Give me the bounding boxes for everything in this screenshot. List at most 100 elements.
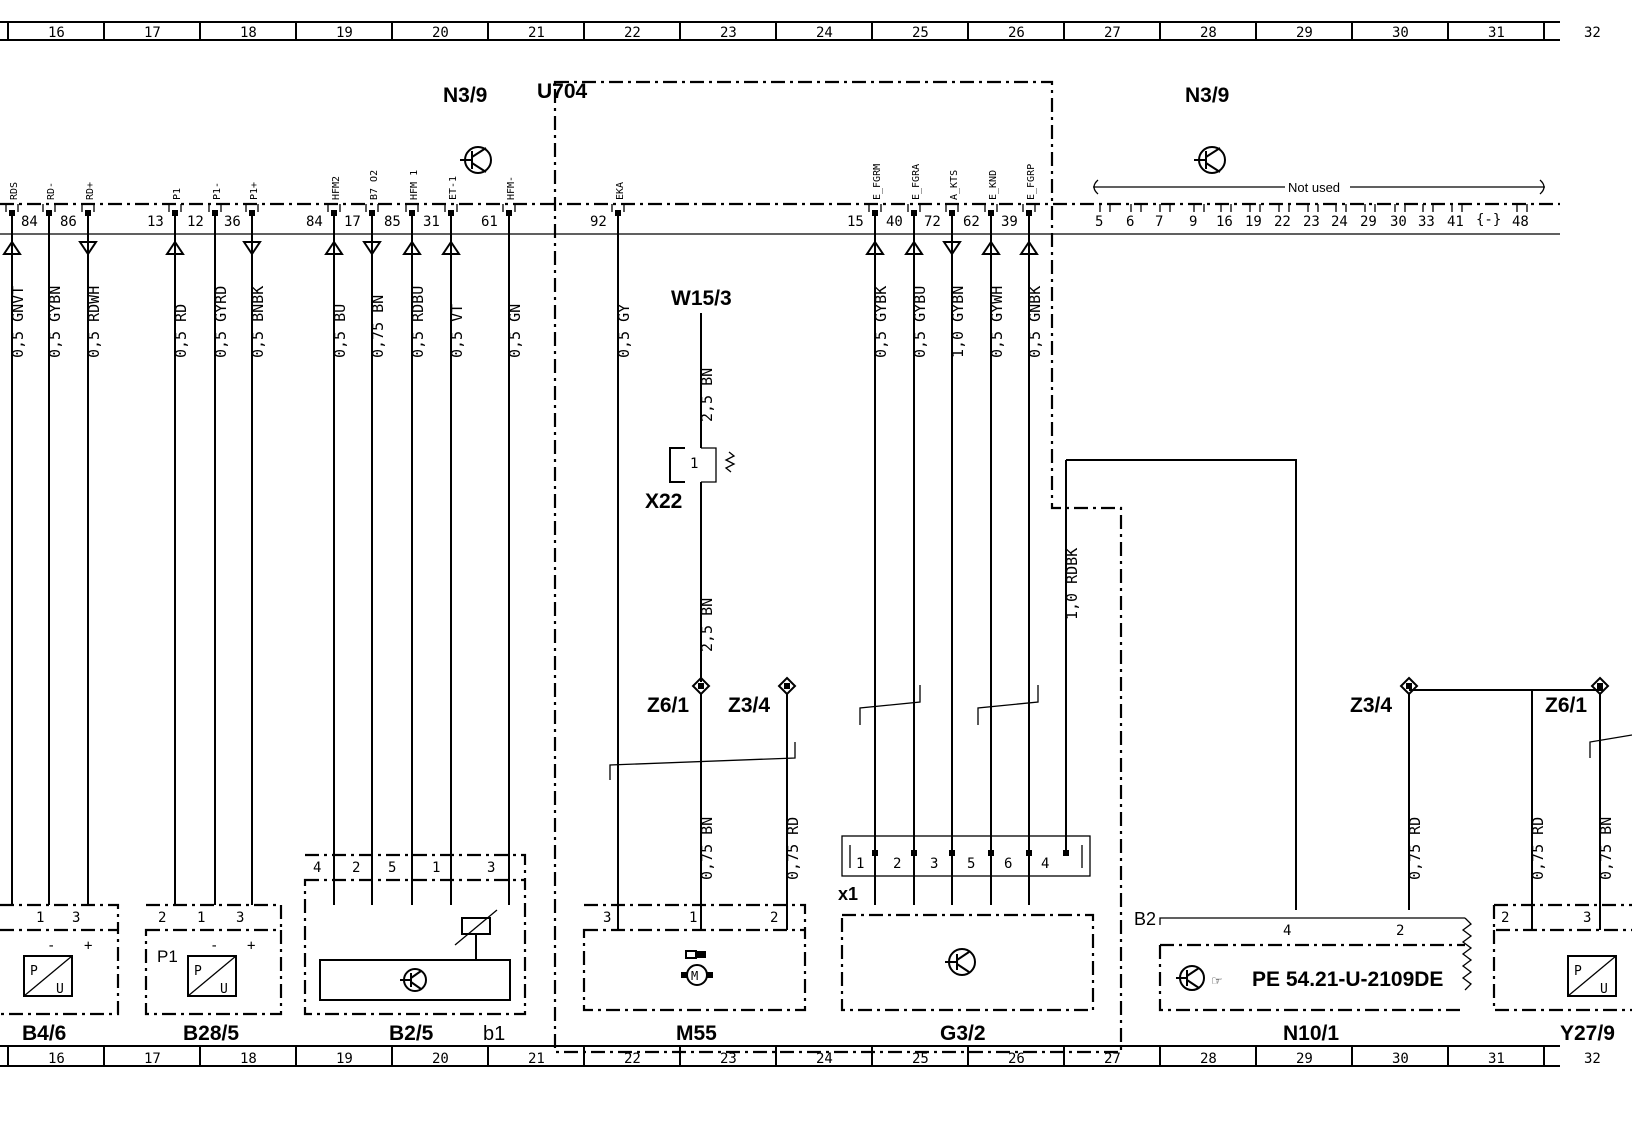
svg-text:0,75 RD: 0,75 RD	[1406, 817, 1424, 880]
svg-text:2: 2	[1396, 923, 1404, 939]
component-n101-ref: PE 54.21-U-2109DE	[1252, 968, 1443, 991]
svg-text:3: 3	[1583, 910, 1591, 926]
svg-text:Z3/4: Z3/4	[728, 694, 770, 717]
pin-name: B7 O2	[369, 170, 380, 200]
wire-label: 0,5 GYBU	[911, 286, 929, 358]
svg-text:P: P	[1574, 964, 1582, 979]
ruler-column-label: 17	[144, 25, 161, 41]
unused-pin-number: 29	[1360, 214, 1377, 230]
splice-z3-left: Z3/4	[728, 676, 797, 717]
w15-ground-path: W15/3 2,5 BN 1 X22 2,5 BN	[645, 287, 736, 682]
svg-text:1: 1	[36, 910, 44, 926]
ruler-column-label: 24	[816, 25, 833, 41]
svg-text:4: 4	[313, 860, 321, 876]
ruler-column-label: 28	[1200, 1051, 1217, 1067]
svg-text:U: U	[220, 982, 228, 997]
ruler-column-label: 30	[1392, 25, 1409, 41]
connector-pin: E_FGRA 40 0,5 GYBU	[886, 164, 929, 905]
unused-pin-number: 7	[1155, 214, 1163, 230]
svg-text:P1: P1	[157, 947, 178, 966]
svg-text:2: 2	[352, 860, 360, 876]
pin-name: HFM2	[331, 176, 342, 200]
ruler-column-label: 31	[1488, 25, 1505, 41]
pin-number: 40	[886, 214, 903, 230]
ruler-column-label: 26	[1008, 25, 1025, 41]
svg-text:0,75 RD: 0,75 RD	[1529, 817, 1547, 880]
w15-wire-top: 2,5 BN	[698, 368, 716, 422]
ruler-column-label: 29	[1296, 25, 1313, 41]
ruler-column-label: 20	[432, 1051, 449, 1067]
ruler-column-label: 23	[720, 1051, 737, 1067]
ruler-column-label: 27	[1104, 1051, 1121, 1067]
break-symbol: {-}	[1476, 212, 1501, 228]
component-b46: PU 1 3 - + B4/6	[0, 903, 120, 1045]
svg-text:Z6/1: Z6/1	[1545, 694, 1587, 717]
ruler-column-label: 21	[528, 25, 545, 41]
ruler-column-label: 23	[720, 25, 737, 41]
svg-text:+: +	[247, 938, 255, 954]
unused-pin-number: 5	[1095, 214, 1103, 230]
wire-label: 0,5 GNBK	[1026, 286, 1044, 358]
svg-text:5: 5	[967, 856, 975, 872]
splice-z6-right: Z6/1	[1545, 676, 1610, 717]
ruler-column-label: 18	[240, 1051, 257, 1067]
header-n39-left: N3/9	[443, 84, 487, 107]
splice-z3-right: Z3/4	[1350, 676, 1419, 717]
svg-text:3: 3	[487, 860, 495, 876]
splice-z6-left: Z6/1	[647, 676, 711, 717]
svg-text:2: 2	[1501, 910, 1509, 926]
svg-text:4: 4	[1041, 856, 1049, 872]
unused-pin-number: 22	[1274, 214, 1291, 230]
component-y279: PU 2 3 Y27/9	[1492, 903, 1632, 1045]
w15-label: W15/3	[671, 287, 732, 310]
pin-name: E_KND	[988, 170, 999, 200]
svg-text:U: U	[1600, 982, 1608, 997]
pin-number: 72	[924, 214, 941, 230]
unused-pin-number: 9	[1189, 214, 1197, 230]
ruler-column-label: 24	[816, 1051, 833, 1067]
pin-number: 62	[963, 214, 980, 230]
wire-label: 0,5 GY	[615, 304, 633, 358]
component-m55: M 3 1 2 M55	[582, 903, 807, 1045]
pin-number: 17	[344, 214, 361, 230]
pin-number: 92	[590, 214, 607, 230]
unused-pin-number: 30	[1390, 214, 1407, 230]
pin-number: 86	[60, 214, 77, 230]
svg-text:0,75 RD: 0,75 RD	[784, 817, 802, 880]
pin-name: E_FGRA	[911, 164, 922, 200]
svg-text:0,75 BN: 0,75 BN	[1597, 817, 1615, 880]
w15-wire-bottom: 2,5 BN	[698, 598, 716, 652]
svg-text:2: 2	[770, 910, 778, 926]
wire-label: 0,5 GNVT	[9, 286, 27, 358]
svg-text:b1: b1	[483, 1023, 505, 1045]
svg-text:P: P	[194, 964, 202, 979]
svg-text:2: 2	[893, 856, 901, 872]
u704-boundary	[553, 80, 1123, 1054]
component-n101-label: N10/1	[1283, 1022, 1339, 1045]
svg-text:M: M	[691, 969, 698, 983]
pin-name: RD-	[46, 182, 57, 200]
unused-pin-number: 6	[1126, 214, 1134, 230]
ruler-column-label: 22	[624, 25, 641, 41]
ruler-column-label: 29	[1296, 1051, 1313, 1067]
x22-pin: 1	[690, 456, 698, 472]
control-unit-icon	[1194, 146, 1226, 174]
svg-text:B2: B2	[1134, 909, 1156, 929]
ruler-column-label: 30	[1392, 1051, 1409, 1067]
svg-text:1: 1	[689, 910, 697, 926]
pin-number: 85	[384, 214, 401, 230]
pin-number: 39	[1001, 214, 1018, 230]
component-n101: B2 ☞ PE 54.21-U-2109DE 4 2 N10/1	[1134, 909, 1473, 1045]
